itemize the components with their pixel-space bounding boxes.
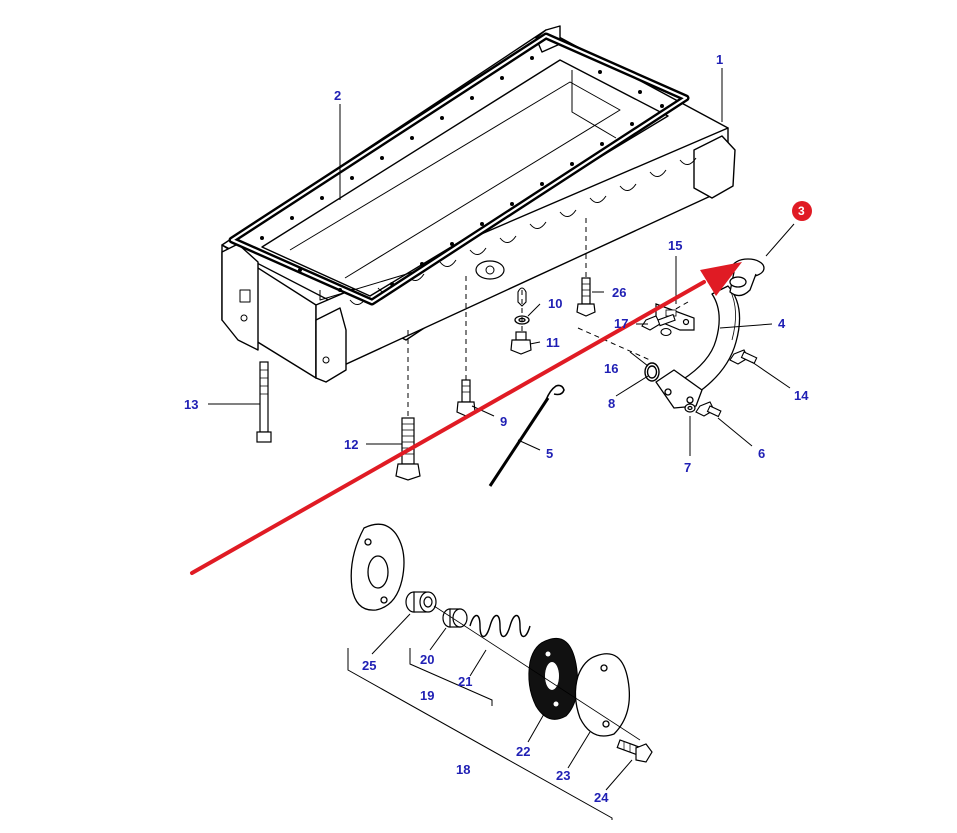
valve-axis [433, 605, 641, 741]
drain-plug [510, 331, 532, 355]
part-label-14: 14 [794, 388, 809, 403]
part-label-18: 18 [456, 762, 470, 777]
valve-mount [350, 523, 405, 611]
valve-plunger [442, 608, 468, 628]
highlight-badge [792, 201, 812, 221]
part-label-16: 16 [604, 361, 618, 376]
part-label-8: 8 [608, 396, 615, 411]
part-label-10: 10 [548, 296, 562, 311]
part-label-24: 24 [594, 790, 609, 805]
part-label-21: 21 [458, 674, 472, 689]
part-label-2: 2 [334, 88, 341, 103]
part-label-22: 22 [516, 744, 530, 759]
long-bolt [256, 361, 272, 443]
leader-lines [208, 68, 795, 791]
dipstick [488, 384, 565, 487]
valve-cover [574, 653, 631, 737]
part-label-23: 23 [556, 768, 570, 783]
part-label-19: 19 [420, 688, 434, 703]
part-label-17: 17 [614, 316, 628, 331]
part-label-11: 11 [546, 335, 560, 350]
part-label-25: 25 [362, 658, 376, 673]
valve-gasket [528, 638, 579, 720]
part-label-6: 6 [758, 446, 765, 461]
part-label-13: 13 [184, 397, 198, 412]
dipstick-tube [655, 258, 765, 409]
part-label-15: 15 [668, 238, 682, 253]
cover-bolt [616, 739, 653, 763]
screw-6 [695, 401, 722, 418]
part-label-26: 26 [612, 285, 626, 300]
part-label-20: 20 [420, 652, 434, 667]
callout-arrow [190, 262, 742, 575]
part-label-4: 4 [778, 316, 786, 331]
sump-gasket [228, 32, 690, 306]
part-label-1: 1 [716, 52, 723, 67]
part-label-7: 7 [684, 460, 691, 475]
assembly-lines [407, 218, 689, 418]
o-ring [644, 362, 660, 382]
part-label-12: 12 [344, 437, 358, 452]
bolt-26 [576, 277, 596, 317]
washer-7 [684, 403, 696, 413]
part-label-5: 5 [546, 446, 553, 461]
gasket-bolt-holes [260, 56, 664, 292]
valve-body [405, 591, 437, 613]
screw-14 [729, 349, 758, 365]
part-label-9: 9 [500, 414, 507, 429]
oil-sump [221, 25, 736, 383]
drain-clip [517, 287, 527, 307]
valve-spring [469, 614, 531, 638]
bracket-screw [641, 313, 676, 337]
small-bolt [456, 379, 476, 417]
group-brackets [347, 648, 613, 820]
part-label-3: 3 [798, 204, 805, 218]
